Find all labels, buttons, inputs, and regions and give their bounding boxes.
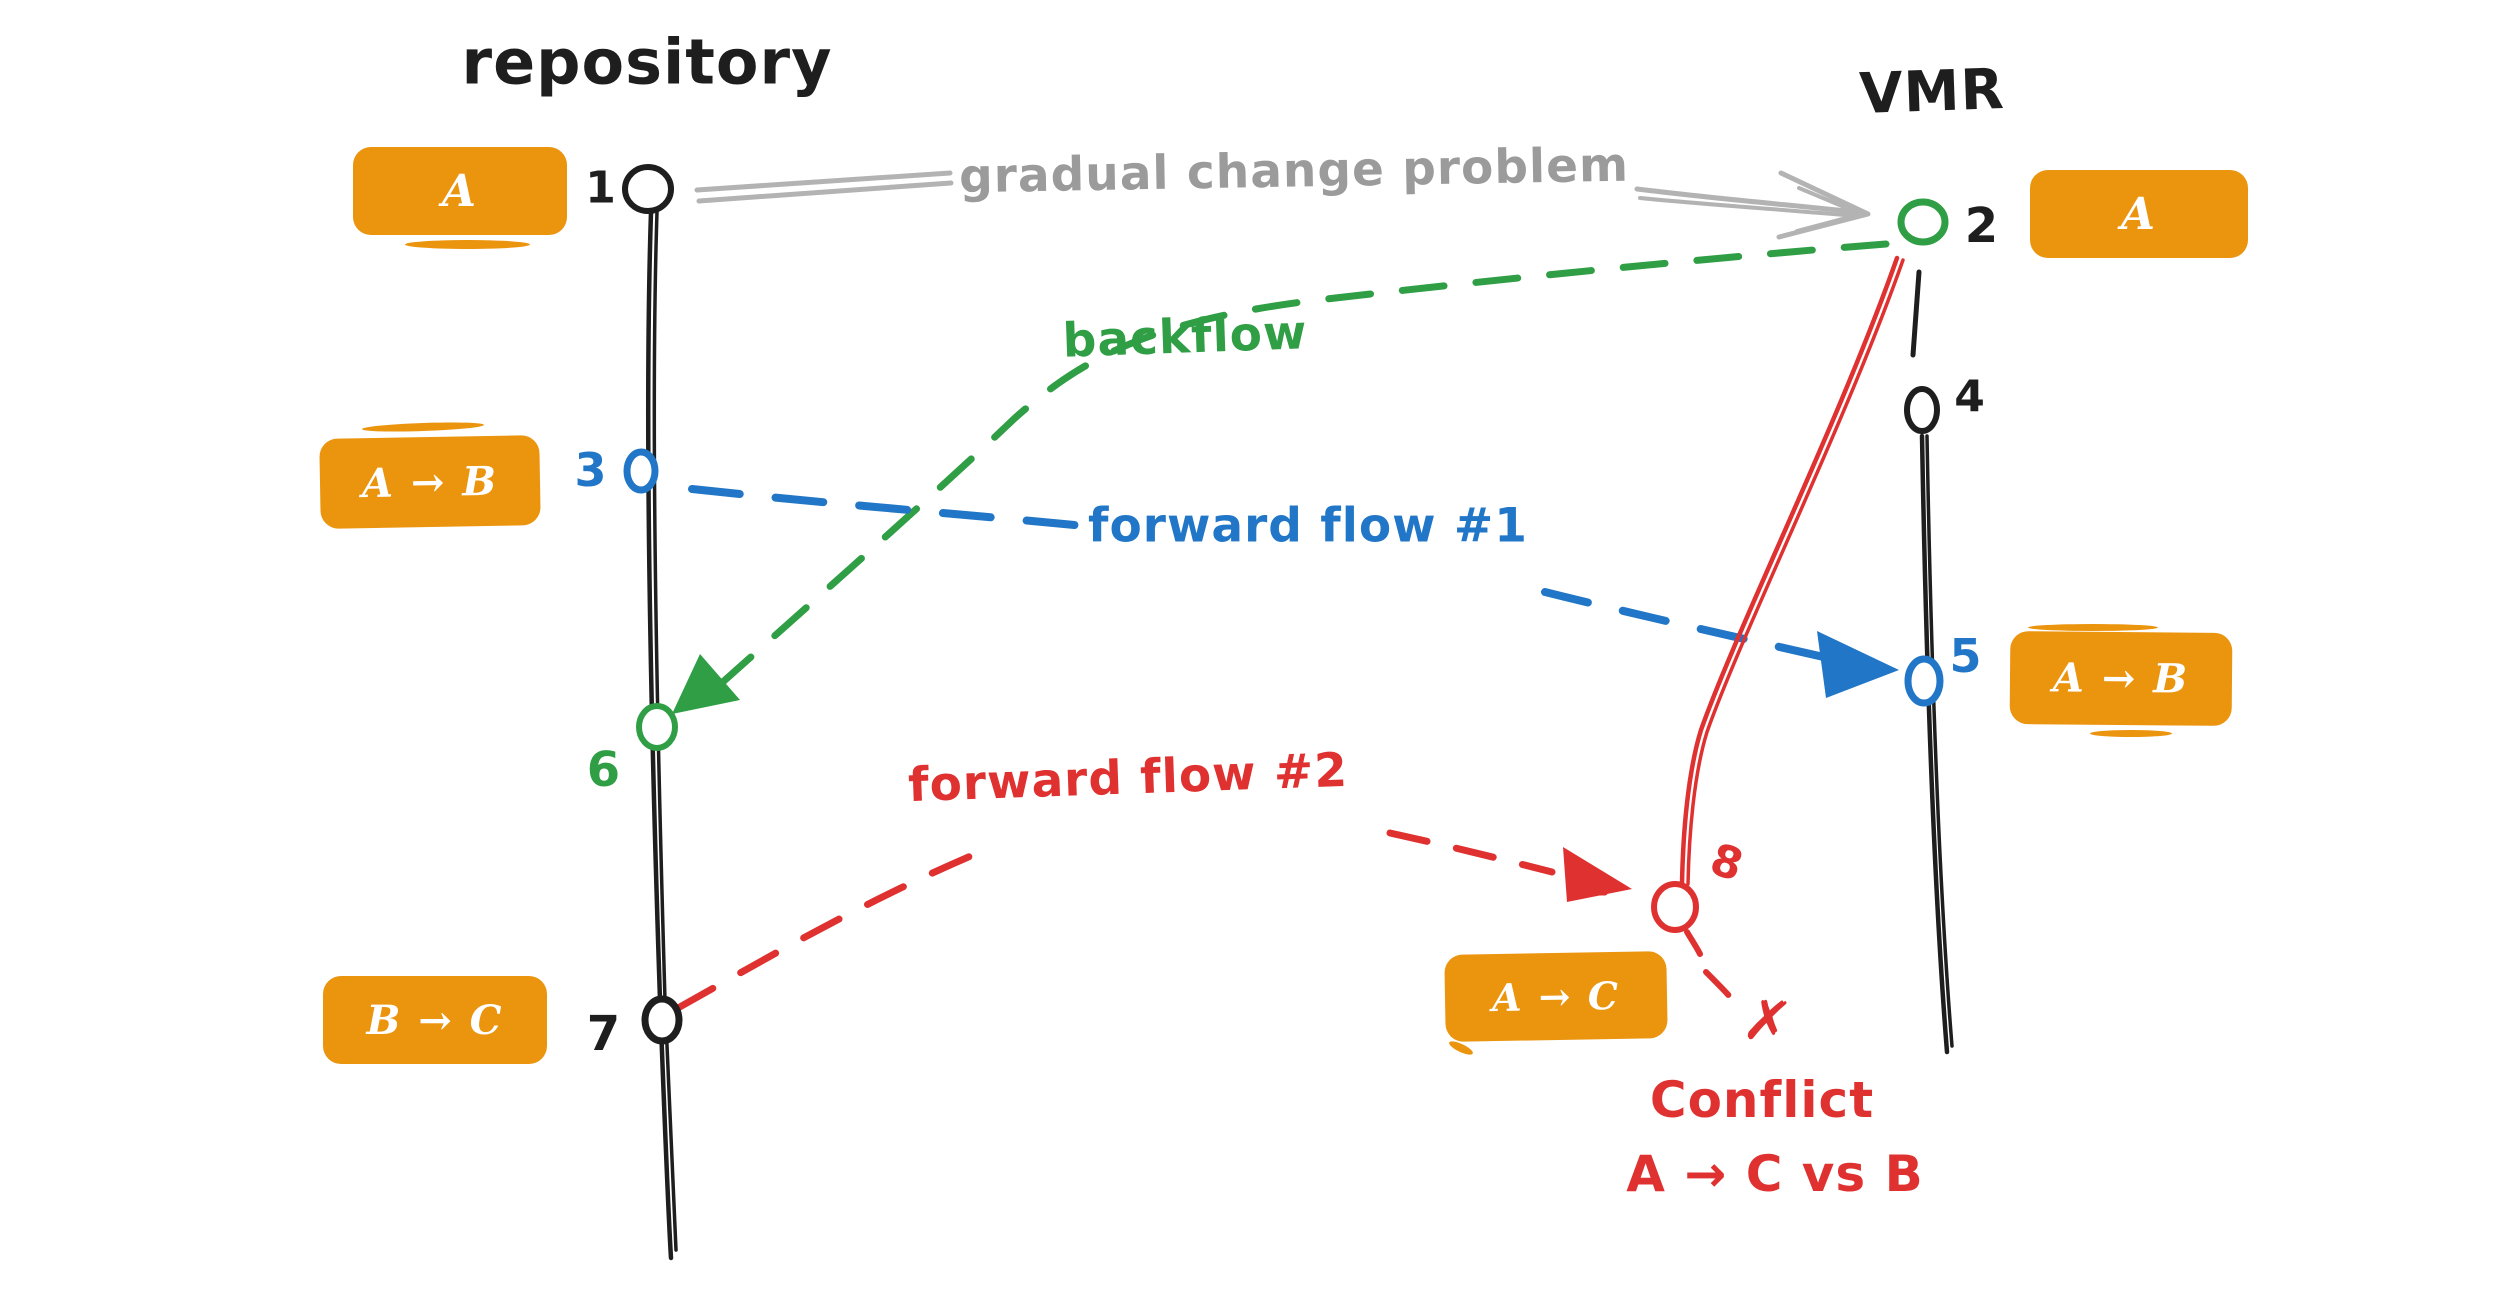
badge-repo-a-underline-swoosh	[405, 240, 530, 249]
badge-vmr-a-to-b: A → B	[2009, 631, 2233, 726]
commit-number-7: 7	[586, 1006, 622, 1062]
forward-flow-1-label: forward flow #1	[1088, 498, 1528, 554]
commit-node-5	[1904, 655, 1944, 707]
repository-branch-stroke-1	[646, 209, 674, 1261]
gradual-line-left-2	[696, 180, 954, 204]
commit-node-1	[622, 164, 674, 214]
badge-vmr-a-to-b-underline-swoosh	[2090, 730, 2172, 737]
forward-flow-2-dashed-right	[1386, 829, 1556, 876]
commit-node-6	[636, 703, 678, 751]
vmr-branch-stroke-2	[1925, 434, 1954, 1048]
badge-vmr-a-to-c: A → C	[1444, 951, 1668, 1042]
commit-number-6: 6	[586, 742, 622, 798]
badge-repo-a-to-b: A → B	[319, 435, 541, 529]
commit-number-4: 4	[1954, 371, 1986, 423]
merge-curve-stroke-2	[1686, 258, 1905, 886]
gradual-arrowhead-inner	[1795, 186, 1863, 233]
vmr-branch-stroke-1	[1919, 433, 1950, 1055]
badge-repo-b-to-c: B → C	[323, 976, 547, 1064]
forward-flow-1-arrowhead	[1817, 631, 1899, 698]
repository-title: repository	[461, 25, 833, 99]
commit-number-1: 1	[585, 162, 617, 214]
backflow-label: backflow	[1061, 305, 1309, 369]
badge-vmr-a-to-b-overline-swoosh	[2028, 624, 2158, 631]
commit-node-8	[1651, 881, 1699, 933]
badge-repo-a: A	[353, 147, 567, 235]
commit-number-5: 5	[1949, 629, 1983, 683]
badge-vmr-a: A	[2030, 170, 2248, 258]
conflict-label-line1: Conflict	[1649, 1071, 1875, 1129]
forward-flow-2-arrowhead	[1563, 847, 1632, 902]
gradual-change-arrow	[694, 170, 1871, 240]
commit-node-2	[1897, 198, 1949, 246]
forward-flow-1-dashed-left	[688, 485, 1089, 530]
gradual-line-right-1	[1634, 186, 1859, 215]
gradual-line-left-1	[694, 170, 953, 193]
gradual-line-right-2	[1638, 196, 1858, 218]
backflow-arrow	[672, 240, 1890, 714]
merge-curve-stroke-1	[1679, 255, 1900, 887]
conflict-x-mark: ✗	[1738, 983, 1798, 1059]
vmr-branch-line	[1910, 269, 1954, 1055]
repository-branch-stroke-2	[652, 210, 678, 1252]
commit-node-3	[623, 448, 659, 494]
forward-flow-1-arrow	[688, 485, 1899, 698]
commit-node-7	[641, 995, 683, 1045]
backflow-arrowhead	[672, 654, 740, 714]
commit-node-4	[1904, 386, 1940, 434]
backflow-dashed-line	[702, 240, 1890, 701]
conflict-label-line2: A → C vs B	[1626, 1145, 1924, 1203]
commit-8-tail	[1684, 929, 1703, 957]
forward-flow-1-dashed-right	[1541, 588, 1832, 662]
vmr-branch-stroke-top	[1910, 269, 1922, 358]
merge-curve	[1679, 255, 1905, 957]
conflict-dashed-stub	[1703, 969, 1735, 1002]
forward-flow-2-dashed-left	[674, 848, 984, 1012]
vmr-title: VMR	[1858, 56, 2006, 128]
commit-number-2: 2	[1964, 198, 2000, 254]
commit-number-3: 3	[574, 443, 608, 497]
gradual-change-label: gradual change problem	[958, 137, 1630, 205]
repository-branch-line	[646, 209, 678, 1261]
forward-flow-2-arrow	[674, 829, 1632, 1012]
